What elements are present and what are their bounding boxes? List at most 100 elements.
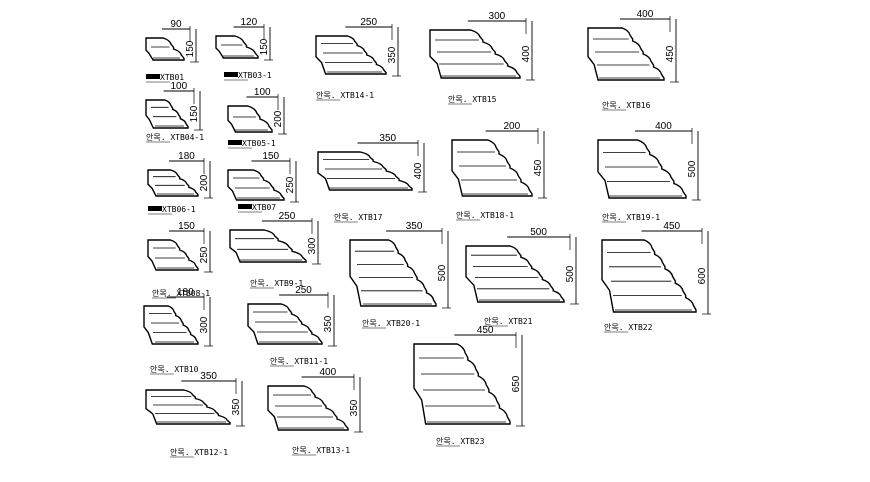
height-dimension-label: 500 <box>687 160 698 177</box>
moulding-outline <box>215 35 259 59</box>
profile-code-label: 안목. XTB23 <box>436 436 485 446</box>
height-dimension-label: 250 <box>285 176 296 193</box>
moulding-outline <box>143 305 199 345</box>
moulding-outline <box>145 389 231 425</box>
height-dimension-label: 300 <box>307 237 318 254</box>
height-dimension-label: 500 <box>565 265 576 282</box>
width-dimension-label: 90 <box>170 19 182 30</box>
moulding-outline <box>597 139 687 199</box>
height-dimension-label: 200 <box>199 174 210 191</box>
height-dimension-label: 300 <box>199 316 210 333</box>
profile-xtb13-1: 400 350 안목. XTB13-1 <box>267 367 363 456</box>
width-dimension-label: 500 <box>530 227 547 238</box>
profile-xtb9-1: 250 300 안목. XTB9-1 <box>229 211 321 289</box>
height-dimension-label: 350 <box>349 399 360 416</box>
profile-xtb19-1: 400 500 안목. XTB19-1 <box>597 121 701 223</box>
height-dimension-label: 650 <box>511 375 522 392</box>
profile-code-label: 안목. XTB08-1 <box>152 288 210 298</box>
moulding-outline <box>147 169 199 197</box>
profile-code-label: 안목. XTB16 <box>602 100 651 110</box>
label-tag-block <box>228 140 242 145</box>
profile-xtb15: 300 400 안목. XTB15 <box>429 11 535 105</box>
moulding-outline <box>429 29 521 79</box>
profile-code-label: XTB07 <box>252 203 276 212</box>
height-dimension-label: 150 <box>185 40 196 57</box>
profile-code-label: 안목. XTB9-1 <box>250 278 303 288</box>
height-dimension-label: 450 <box>665 45 676 62</box>
profile-xtb23: 450 650 안목. XTB23 <box>413 325 525 447</box>
width-dimension-label: 450 <box>477 325 494 336</box>
profile-code-label: 안목. XTB21 <box>484 316 533 326</box>
moulding-outline <box>413 343 511 425</box>
moulding-outline <box>227 169 285 201</box>
width-dimension-label: 120 <box>240 17 257 28</box>
height-dimension-label: 600 <box>697 267 708 284</box>
width-dimension-label: 180 <box>178 151 195 162</box>
moulding-outline <box>145 37 185 61</box>
height-dimension-label: 250 <box>199 246 210 263</box>
moulding-outline <box>587 27 665 81</box>
width-dimension-label: 400 <box>655 121 672 132</box>
profile-xtb22: 450 600 안목. XTB22 <box>601 221 711 333</box>
width-dimension-label: 250 <box>279 211 296 222</box>
label-tag-block <box>146 74 160 79</box>
label-tag-block <box>224 72 238 77</box>
width-dimension-label: 150 <box>178 221 195 232</box>
width-dimension-label: 250 <box>295 285 312 296</box>
moulding-outline <box>267 385 349 431</box>
profile-code-label: XTB05-1 <box>242 139 276 148</box>
profile-code-label: 안목. XTB18-1 <box>456 210 514 220</box>
label-tag-block <box>148 206 162 211</box>
height-dimension-label: 200 <box>273 110 284 127</box>
width-dimension-label: 400 <box>319 367 336 378</box>
height-dimension-label: 350 <box>231 398 242 415</box>
width-dimension-label: 150 <box>262 151 279 162</box>
height-dimension-label: 350 <box>323 315 334 332</box>
width-dimension-label: 250 <box>360 17 377 28</box>
height-dimension-label: 400 <box>521 45 532 62</box>
profile-code-label: XTB03-1 <box>238 71 272 80</box>
profile-code-label: XTB06-1 <box>162 205 196 214</box>
width-dimension-label: 180 <box>177 287 194 298</box>
profile-code-label: 안목. XTB13-1 <box>292 445 350 455</box>
width-dimension-label: 350 <box>406 221 423 232</box>
width-dimension-label: 450 <box>663 221 680 232</box>
moulding-outline <box>147 239 199 271</box>
moulding-outline <box>465 245 565 303</box>
profile-code-label: 안목. XTB15 <box>448 94 497 104</box>
moulding-outline <box>227 105 273 133</box>
label-tag-block <box>238 204 252 209</box>
moulding-outline <box>451 139 533 197</box>
height-dimension-label: 350 <box>387 46 398 63</box>
moulding-outline <box>247 303 323 345</box>
profile-code-label: 안목. XTB19-1 <box>602 212 660 222</box>
moulding-outline <box>317 151 413 191</box>
width-dimension-label: 400 <box>637 9 654 20</box>
width-dimension-label: 350 <box>379 133 396 144</box>
width-dimension-label: 100 <box>170 81 187 92</box>
width-dimension-label: 300 <box>489 11 506 22</box>
moulding-outline <box>601 239 697 313</box>
moulding-outline <box>145 99 189 129</box>
height-dimension-label: 500 <box>437 264 448 281</box>
profile-code-label: 안목. XTB04-1 <box>146 132 204 142</box>
profile-code-label: 안목. XTB12-1 <box>170 447 228 457</box>
profile-code-label: 안목. XTB22 <box>604 322 653 332</box>
profile-code-label: 안목. XTB14-1 <box>316 90 374 100</box>
profile-xtb08-1: 150 250 안목. XTB08-1 <box>147 221 213 299</box>
height-dimension-label: 400 <box>413 162 424 179</box>
moulding-outline <box>315 35 387 75</box>
